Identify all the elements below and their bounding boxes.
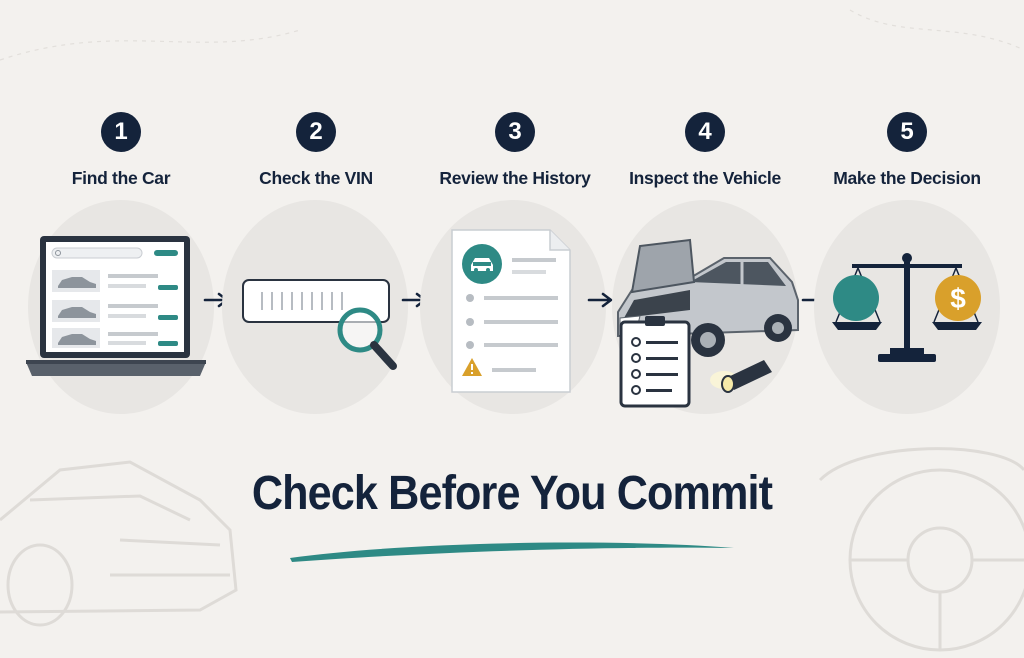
faded-car-icon xyxy=(0,460,238,627)
step-number-badge: 2 xyxy=(296,112,336,152)
step-4: 4 Inspect the Vehicle xyxy=(610,112,800,189)
step-label: Check the VIN xyxy=(259,168,373,188)
arrow-right-icon xyxy=(587,292,613,308)
step-number-badge: 4 xyxy=(685,112,725,152)
headline-title: Check Before You Commit xyxy=(251,467,773,520)
step-label: Inspect the Vehicle xyxy=(629,168,781,188)
step-3: 3 Review the History xyxy=(420,112,610,189)
teal-brush-underline xyxy=(290,542,734,562)
step-number-badge: 5 xyxy=(887,112,927,152)
dollar-symbol: $ xyxy=(950,283,966,314)
step-label: Review the History xyxy=(439,168,591,188)
step-number-badge: 1 xyxy=(101,112,141,152)
step-label: Find the Car xyxy=(71,168,171,188)
step-1: 1 Find the Car xyxy=(26,112,216,189)
faded-steering-wheel-icon xyxy=(818,447,1024,652)
step-2: 2 Check the VIN xyxy=(221,112,411,189)
step-5: 5 Make the Decision xyxy=(812,112,1002,189)
step-label: Make the Decision xyxy=(833,168,981,188)
step-number-badge: 3 xyxy=(495,112,535,152)
